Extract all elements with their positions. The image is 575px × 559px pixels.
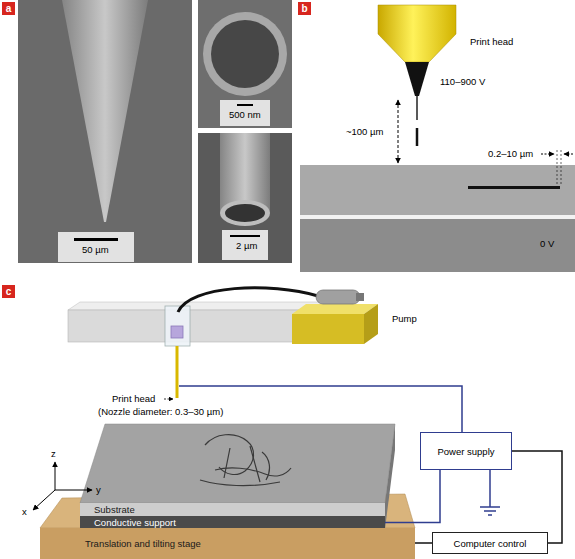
- component-label: Print head: [112, 393, 155, 404]
- sem-images: [18, 0, 292, 263]
- computer-control-box: Computer control: [432, 532, 548, 554]
- node-text: c: [6, 286, 12, 297]
- dimension-label: ~100 µm: [346, 126, 383, 137]
- printing-schematic: [300, 5, 575, 272]
- axis-label: z: [51, 448, 56, 459]
- apparatus-drawing: [33, 288, 500, 529]
- voltage-label: 0 V: [540, 238, 554, 249]
- panel-label: a: [2, 2, 15, 15]
- substrate-layer: Substrate: [80, 503, 385, 516]
- panel-label: c: [2, 285, 15, 298]
- dimension-label: 0.2–10 µm: [488, 148, 533, 159]
- voltage-label: 110–900 V: [440, 76, 485, 87]
- stage-band: Translation and tilting stage: [40, 528, 415, 559]
- scale-bar-label: 2 µm: [236, 240, 257, 251]
- wire: [415, 542, 432, 544]
- component-label: Pump: [392, 313, 417, 324]
- node-text: a: [6, 3, 12, 14]
- node-text: b: [301, 3, 307, 14]
- dimension-label: (Nozzle diameter: 0.3–30 µm): [98, 406, 223, 417]
- wire: [512, 451, 562, 543]
- power-supply-box: Power supply: [420, 432, 512, 470]
- axis-label: x: [22, 506, 27, 517]
- node-text: Translation and tilting stage: [85, 538, 201, 549]
- panel-label: b: [298, 2, 311, 15]
- component-label: Print head: [470, 36, 513, 47]
- node-text: Substrate: [94, 504, 135, 515]
- scale-bar-label: 500 nm: [229, 109, 261, 120]
- axis-label: y: [96, 484, 101, 495]
- node-text: Computer control: [454, 538, 527, 549]
- wire: [385, 470, 440, 523]
- node-text: Conductive support: [94, 517, 176, 528]
- scale-bar-label: 50 µm: [82, 244, 109, 255]
- node-text: Power supply: [437, 446, 494, 457]
